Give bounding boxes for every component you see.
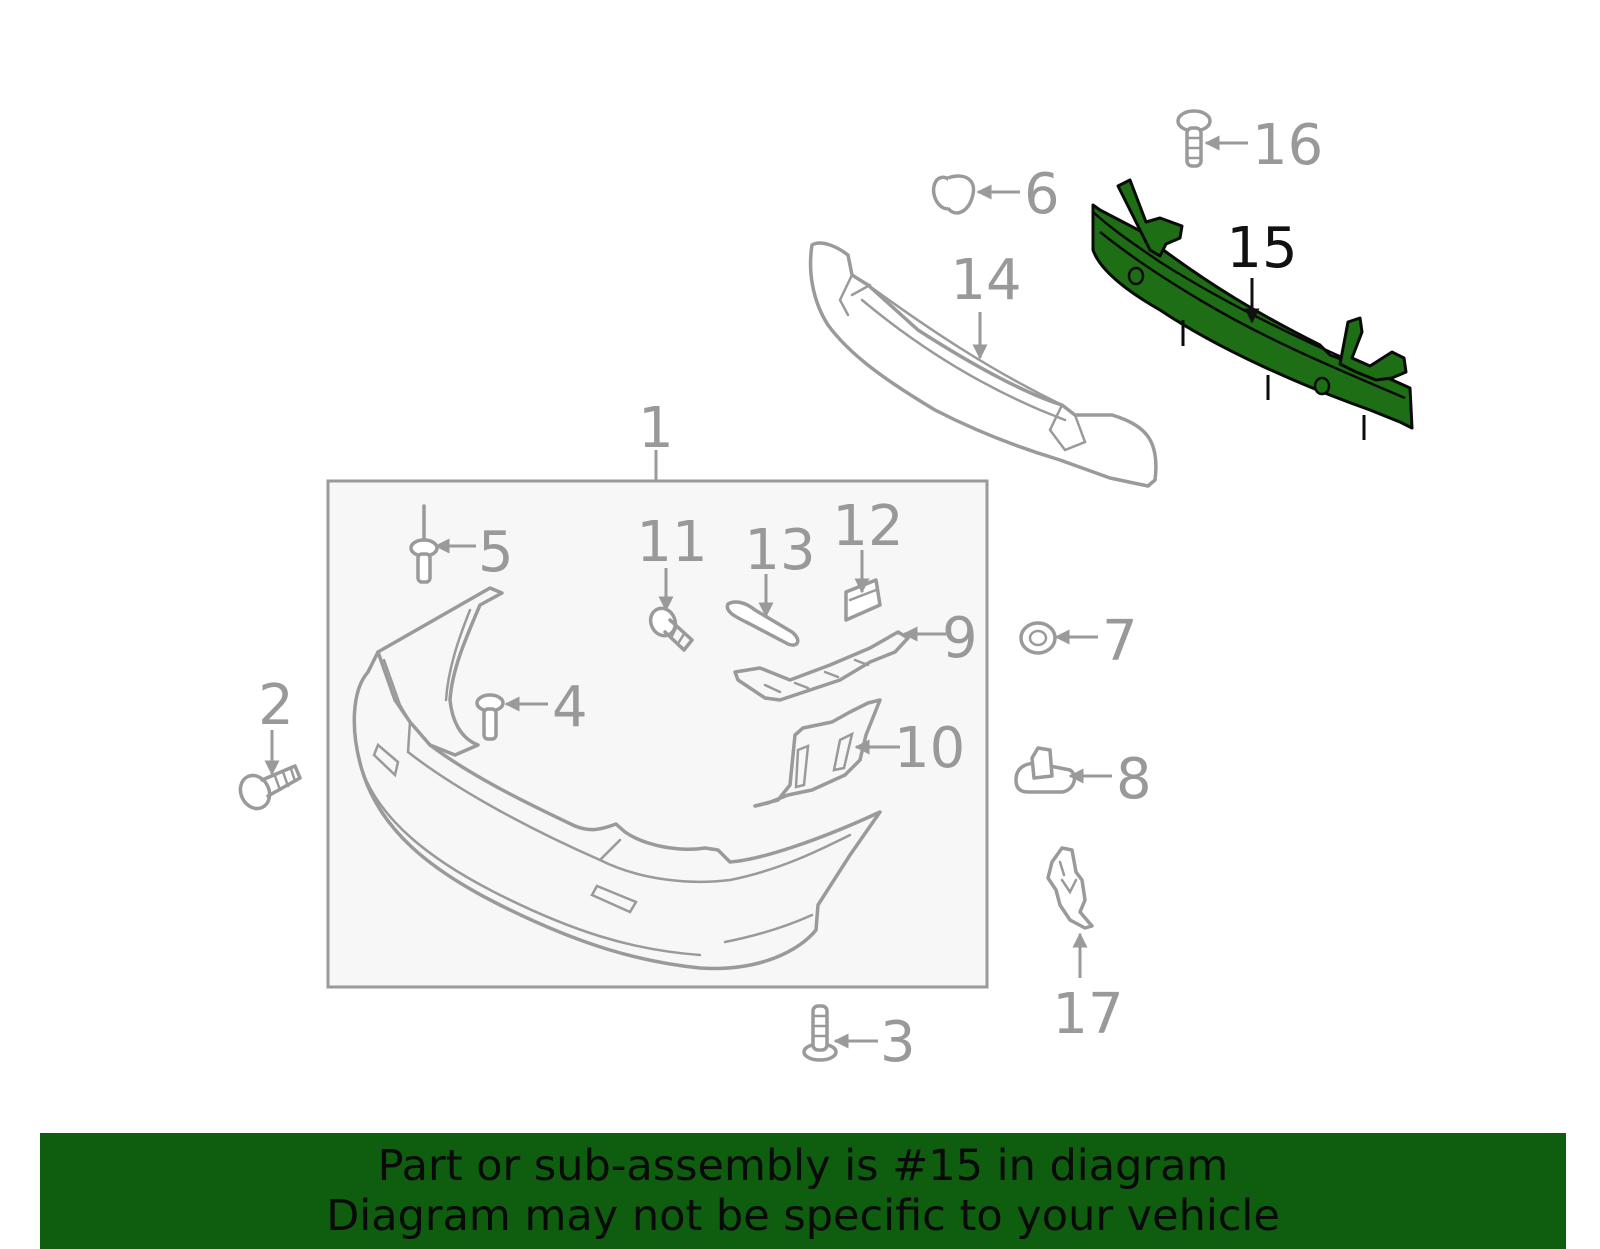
callout-3: 3 bbox=[880, 1010, 916, 1075]
energy-absorber-14 bbox=[808, 241, 1158, 488]
callout-11: 11 bbox=[636, 510, 707, 575]
callout-6: 6 bbox=[1024, 162, 1060, 227]
callout-5: 5 bbox=[478, 520, 514, 585]
screw-2 bbox=[238, 764, 302, 811]
callout-14: 14 bbox=[950, 248, 1021, 313]
callout-17: 17 bbox=[1052, 982, 1123, 1047]
callout-15: 15 bbox=[1226, 216, 1297, 281]
clip-6 bbox=[931, 174, 976, 215]
callout-7: 7 bbox=[1102, 609, 1138, 674]
callout-12: 12 bbox=[832, 494, 903, 559]
callout-1: 1 bbox=[638, 396, 674, 461]
callout-9: 9 bbox=[942, 606, 978, 671]
callout-10: 10 bbox=[894, 716, 965, 781]
banner-line-2: Diagram may not be specific to your vehi… bbox=[326, 1191, 1280, 1241]
bracket-9 bbox=[733, 630, 910, 702]
callout-2: 2 bbox=[258, 673, 294, 738]
info-banner: Part or sub-assembly is #15 in diagram D… bbox=[40, 1133, 1566, 1249]
reflector-13 bbox=[725, 600, 800, 647]
bracket-10 bbox=[753, 698, 882, 808]
bolt-3 bbox=[802, 1004, 838, 1062]
banner-line-1: Part or sub-assembly is #15 in diagram bbox=[377, 1141, 1229, 1191]
bolt-16 bbox=[1176, 109, 1212, 168]
screw-4 bbox=[475, 693, 505, 741]
nut-7 bbox=[1019, 621, 1057, 655]
callout-4: 4 bbox=[552, 675, 588, 740]
bumper-cover-assembly-panel bbox=[326, 479, 989, 989]
callout-13: 13 bbox=[744, 518, 815, 583]
bracket-17 bbox=[1046, 846, 1094, 930]
retainer-8 bbox=[1014, 746, 1077, 794]
screw-11 bbox=[648, 606, 694, 652]
bumper-cover bbox=[352, 586, 882, 971]
callout-16: 16 bbox=[1252, 113, 1323, 178]
callout-8: 8 bbox=[1116, 747, 1152, 812]
